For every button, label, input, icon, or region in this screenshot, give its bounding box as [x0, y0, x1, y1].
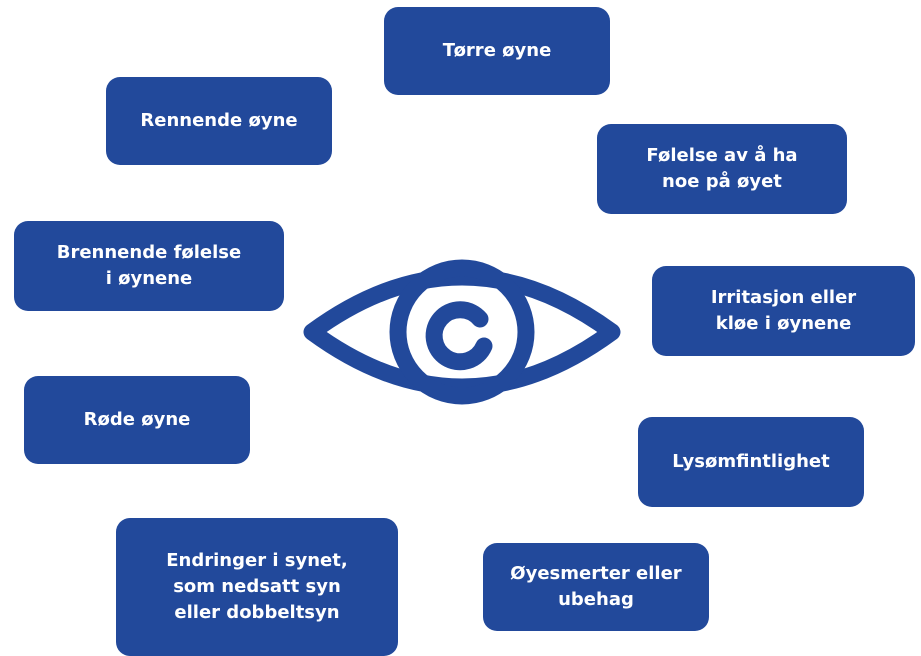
symptom-box-burning-sensation: Brennende følelse i øynene	[14, 221, 284, 311]
symptom-label: Røde øyne	[83, 408, 191, 430]
symptom-label: Øyesmerter eller ubehag	[510, 562, 682, 610]
symptom-label: Lysømfintlighet	[672, 450, 830, 472]
iris-ring	[389, 259, 535, 405]
symptom-label: Tørre øyne	[442, 39, 552, 61]
eye-outline	[303, 268, 621, 396]
symptom-box-vision-changes: Endringer i synet, som nedsatt syn eller…	[116, 518, 398, 656]
symptom-box-dry-eyes: Tørre øyne	[384, 7, 610, 95]
symptom-box-light-sensitivity: Lysømfintlighet	[638, 417, 864, 507]
symptom-box-red-eyes: Røde øyne	[24, 376, 250, 464]
symptom-label: Endringer i synet, som nedsatt syn eller…	[166, 549, 348, 624]
symptom-box-foreign-body-sensation: Følelse av å ha noe på øyet	[597, 124, 847, 214]
symptom-box-watery-eyes: Rennende øyne	[106, 77, 332, 165]
symptom-box-eye-pain: Øyesmerter eller ubehag	[483, 543, 709, 631]
symptom-label: Brennende følelse i øynene	[56, 241, 242, 289]
symptom-label: Rennende øyne	[140, 109, 298, 131]
symptom-label: Følelse av å ha noe på øyet	[646, 144, 798, 192]
symptom-label: Irritasjon eller kløe i øynene	[710, 286, 857, 334]
eye-icon	[303, 259, 621, 405]
pupil-ring	[425, 301, 493, 371]
symptom-box-irritation-itching: Irritasjon eller kløe i øynene	[652, 266, 915, 356]
